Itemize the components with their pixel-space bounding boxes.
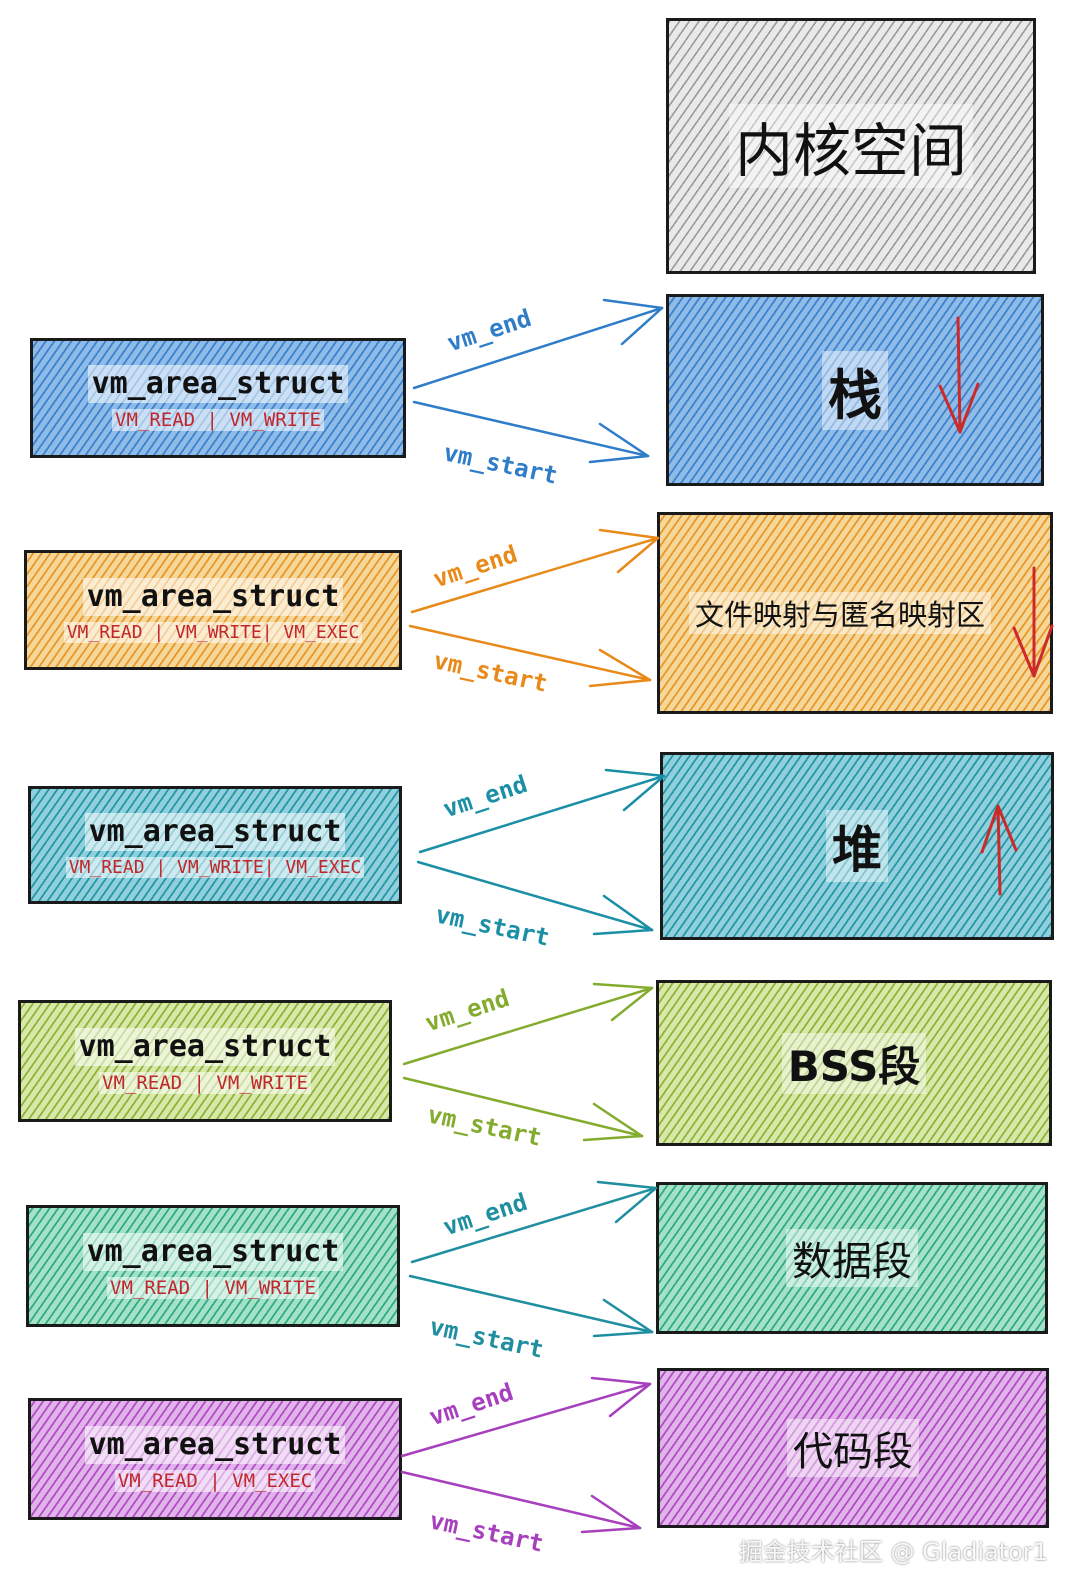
vm-area-struct-title: vm_area_struct [74, 1028, 336, 1066]
vm-area-struct-flags: VM_READ | VM_WRITE [112, 409, 324, 431]
kernel-space-box: 内核空间 [666, 18, 1036, 274]
heap-grows-up-arrow [980, 804, 1018, 896]
data-start-arrow [408, 1274, 654, 1338]
vm-area-struct-flags: VM_READ | VM_WRITE [99, 1072, 311, 1094]
vm-area-struct-title: vm_area_struct [84, 1426, 346, 1464]
watermark: 掘金技术社区 @ Gladiator1 [738, 1538, 1048, 1566]
vm-area-struct-box-bss: vm_area_struct VM_READ | VM_WRITE [18, 1000, 392, 1122]
text-start-arrow [400, 1470, 642, 1534]
stack-segment-box: 栈 [666, 294, 1044, 486]
text-end-arrow [400, 1376, 652, 1458]
stack-segment-label: 栈 [822, 350, 888, 430]
vm-area-struct-flags: VM_READ | VM_WRITE [107, 1277, 319, 1299]
bss-end-arrow [402, 982, 654, 1066]
vm-area-struct-box-heap: vm_area_struct VM_READ | VM_WRITE| VM_EX… [28, 786, 402, 904]
bss-start-arrow [402, 1076, 644, 1142]
bss-segment-label: BSS段 [781, 1032, 927, 1094]
text-segment-box: 代码段 [657, 1368, 1049, 1528]
kernel-space-label: 内核空间 [728, 104, 973, 188]
data-segment-label: 数据段 [786, 1229, 918, 1287]
mmap-start-arrow [408, 624, 652, 688]
vm-area-struct-title: vm_area_struct [87, 365, 349, 403]
mmap-segment-label: 文件映射与匿名映射区 [688, 592, 991, 634]
vm-area-struct-box-data: vm_area_struct VM_READ | VM_WRITE [26, 1205, 400, 1327]
text-segment-label: 代码段 [787, 1419, 919, 1477]
mmap-end-arrow [410, 528, 660, 614]
heap-end-arrow [418, 768, 666, 854]
vm-area-struct-box-text: vm_area_struct VM_READ | VM_EXEC [28, 1398, 402, 1520]
mmap-grows-down-arrow [1012, 566, 1054, 678]
vm-area-struct-flags: VM_READ | VM_EXEC [114, 1470, 316, 1492]
data-end-arrow [410, 1180, 658, 1264]
mmap-segment-box: 文件映射与匿名映射区 [657, 512, 1053, 714]
heap-segment-box: 堆 [660, 752, 1054, 940]
vm-area-struct-flags: VM_READ | VM_WRITE| VM_EXEC [65, 856, 365, 878]
data-segment-box: 数据段 [656, 1182, 1048, 1334]
stack-start-arrow [412, 400, 650, 464]
bss-segment-box: BSS段 [656, 980, 1052, 1146]
vm-area-struct-box-mmap: vm_area_struct VM_READ | VM_WRITE| VM_EX… [24, 550, 402, 670]
vm-area-struct-box-stack: vm_area_struct VM_READ | VM_WRITE [30, 338, 406, 458]
stack-grows-down-arrow [938, 316, 980, 434]
stack-end-arrow [412, 298, 664, 390]
vm-area-struct-flags: VM_READ | VM_WRITE| VM_EXEC [63, 621, 363, 643]
heap-segment-label: 堆 [826, 810, 888, 882]
heap-start-arrow [416, 860, 654, 936]
vm-area-struct-title: vm_area_struct [84, 812, 346, 851]
vm-area-struct-title: vm_area_struct [82, 577, 344, 616]
vm-area-struct-title: vm_area_struct [82, 1233, 344, 1271]
